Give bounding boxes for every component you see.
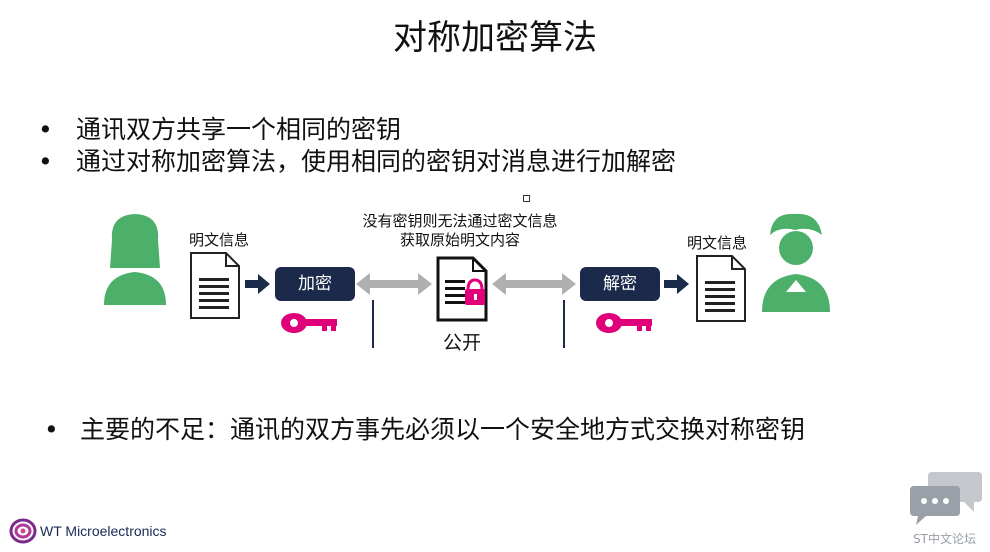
security-note-line-2: 获取原始明文内容 [399, 231, 520, 249]
plaintext-label-right: 明文信息 [687, 234, 748, 252]
bullet-dot: • [44, 415, 59, 444]
decrypt-key-icon [596, 313, 652, 333]
divider-line-right [563, 300, 565, 348]
decrypted-document-icon [696, 255, 746, 322]
arrow-right-icon [664, 274, 689, 294]
decrypt-box: 解密 [580, 267, 660, 301]
forum-name: ST中文论坛 [913, 532, 976, 546]
security-note: 没有密钥则无法通过密文信息 获取原始明文内容 [340, 212, 580, 250]
bottom-bullet-text: 主要的不足：通讯的双方事先必须以一个安全地方式交换对称密钥 [80, 415, 806, 444]
bullet-text-2: 通过对称加密算法，使用相同的密钥对消息进行加解密 [76, 147, 677, 176]
marker-square [523, 195, 530, 202]
lock-icon [465, 278, 485, 305]
bottom-bullet: • 主要的不足：通讯的双方事先必须以一个安全地方式交换对称密钥 [44, 410, 805, 446]
bullet-dot: • [38, 147, 53, 176]
slide-title: 对称加密算法 [393, 18, 597, 58]
arrow-right-icon [245, 274, 270, 294]
wt-logo-icon [9, 518, 37, 544]
bullet-item-1: • 通讯双方共享一个相同的密钥 [38, 110, 401, 146]
company-name: WT Microelectronics [40, 523, 167, 539]
double-arrow-left-icon [356, 273, 432, 295]
plaintext-document-icon [190, 252, 240, 319]
sender-person-icon [104, 214, 166, 305]
encrypt-key-icon [281, 313, 337, 333]
forum-chat-icon [910, 472, 982, 525]
divider-line-left [372, 300, 374, 348]
security-note-line-1: 没有密钥则无法通过密文信息 [362, 212, 558, 230]
public-label: 公开 [443, 332, 482, 354]
encrypt-box: 加密 [275, 267, 355, 301]
bullet-dot: • [38, 115, 53, 144]
double-arrow-right-icon [492, 273, 576, 295]
receiver-person-icon [762, 213, 830, 312]
bullet-text-1: 通讯双方共享一个相同的密钥 [76, 115, 402, 144]
plaintext-label-left: 明文信息 [189, 231, 250, 249]
bullet-item-2: • 通过对称加密算法，使用相同的密钥对消息进行加解密 [38, 142, 676, 178]
